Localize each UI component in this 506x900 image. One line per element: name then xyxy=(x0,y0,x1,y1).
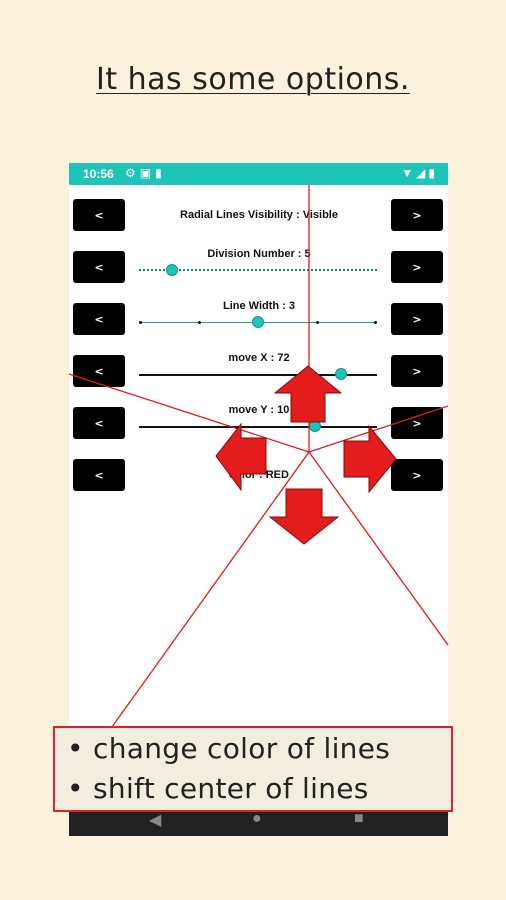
color-label: color : RED xyxy=(229,469,289,481)
line-width-slider-thumb[interactable] xyxy=(252,316,264,328)
move-y-prev-button[interactable]: < xyxy=(73,407,125,439)
gear-icon: ⚙ xyxy=(125,166,140,180)
move-y-slider-thumb[interactable] xyxy=(309,420,322,432)
line-width-label: Line Width : 3 xyxy=(222,300,295,312)
callout-line-center: • shift center of lines xyxy=(67,772,369,805)
sim-icon: ▣ xyxy=(139,166,156,180)
line-width-prev-button[interactable]: < xyxy=(73,303,125,335)
headline: It has some options. xyxy=(0,62,506,97)
line-width-next-button[interactable]: > xyxy=(391,303,443,335)
battery-icon: ▮ xyxy=(428,166,438,180)
visibility-label: Radial Lines Visibility : Visible xyxy=(180,209,338,221)
division-label: Division Number : 5 xyxy=(207,248,311,260)
signal-icon: ◢ xyxy=(416,166,429,180)
division-slider-thumb[interactable] xyxy=(166,264,179,276)
line-width-slider[interactable] xyxy=(139,316,377,328)
wifi-icon: ▼ xyxy=(401,166,417,180)
color-prev-button[interactable]: < xyxy=(73,459,125,491)
status-left-icons: ⚙▣▮ xyxy=(125,166,166,180)
move-x-slider-thumb[interactable] xyxy=(335,368,348,380)
status-bar: 10:56 ⚙▣▮ ▼◢▮ xyxy=(69,163,448,185)
visibility-next-button[interactable]: > xyxy=(391,199,443,231)
move-y-label: move Y : 10 xyxy=(228,404,290,416)
clipboard-icon: ▮ xyxy=(155,166,166,180)
division-slider[interactable] xyxy=(139,264,377,276)
slider-tick xyxy=(374,321,377,324)
move-y-slider[interactable] xyxy=(139,420,377,432)
slider-tick xyxy=(198,321,201,324)
move-y-next-button[interactable]: > xyxy=(391,407,443,439)
status-time: 10:56 xyxy=(83,167,114,181)
move-x-slider[interactable] xyxy=(139,368,377,380)
move-x-prev-button[interactable]: < xyxy=(73,355,125,387)
move-x-label: move X : 72 xyxy=(228,352,290,364)
headline-text: It has some options. xyxy=(96,62,410,97)
callout-line-color: • change color of lines xyxy=(67,732,391,765)
home-icon[interactable]: ● xyxy=(252,810,262,827)
slider-tick xyxy=(316,321,319,324)
division-next-button[interactable]: > xyxy=(391,251,443,283)
visibility-prev-button[interactable]: < xyxy=(73,199,125,231)
back-icon[interactable]: ◀ xyxy=(149,812,162,829)
color-next-button[interactable]: > xyxy=(391,459,443,491)
feature-callout: • change color of lines • shift center o… xyxy=(53,726,453,812)
status-right-icons: ▼◢▮ xyxy=(401,166,438,180)
move-x-next-button[interactable]: > xyxy=(391,355,443,387)
recents-icon[interactable]: ■ xyxy=(354,810,364,827)
slider-tick xyxy=(139,321,142,324)
division-prev-button[interactable]: < xyxy=(73,251,125,283)
